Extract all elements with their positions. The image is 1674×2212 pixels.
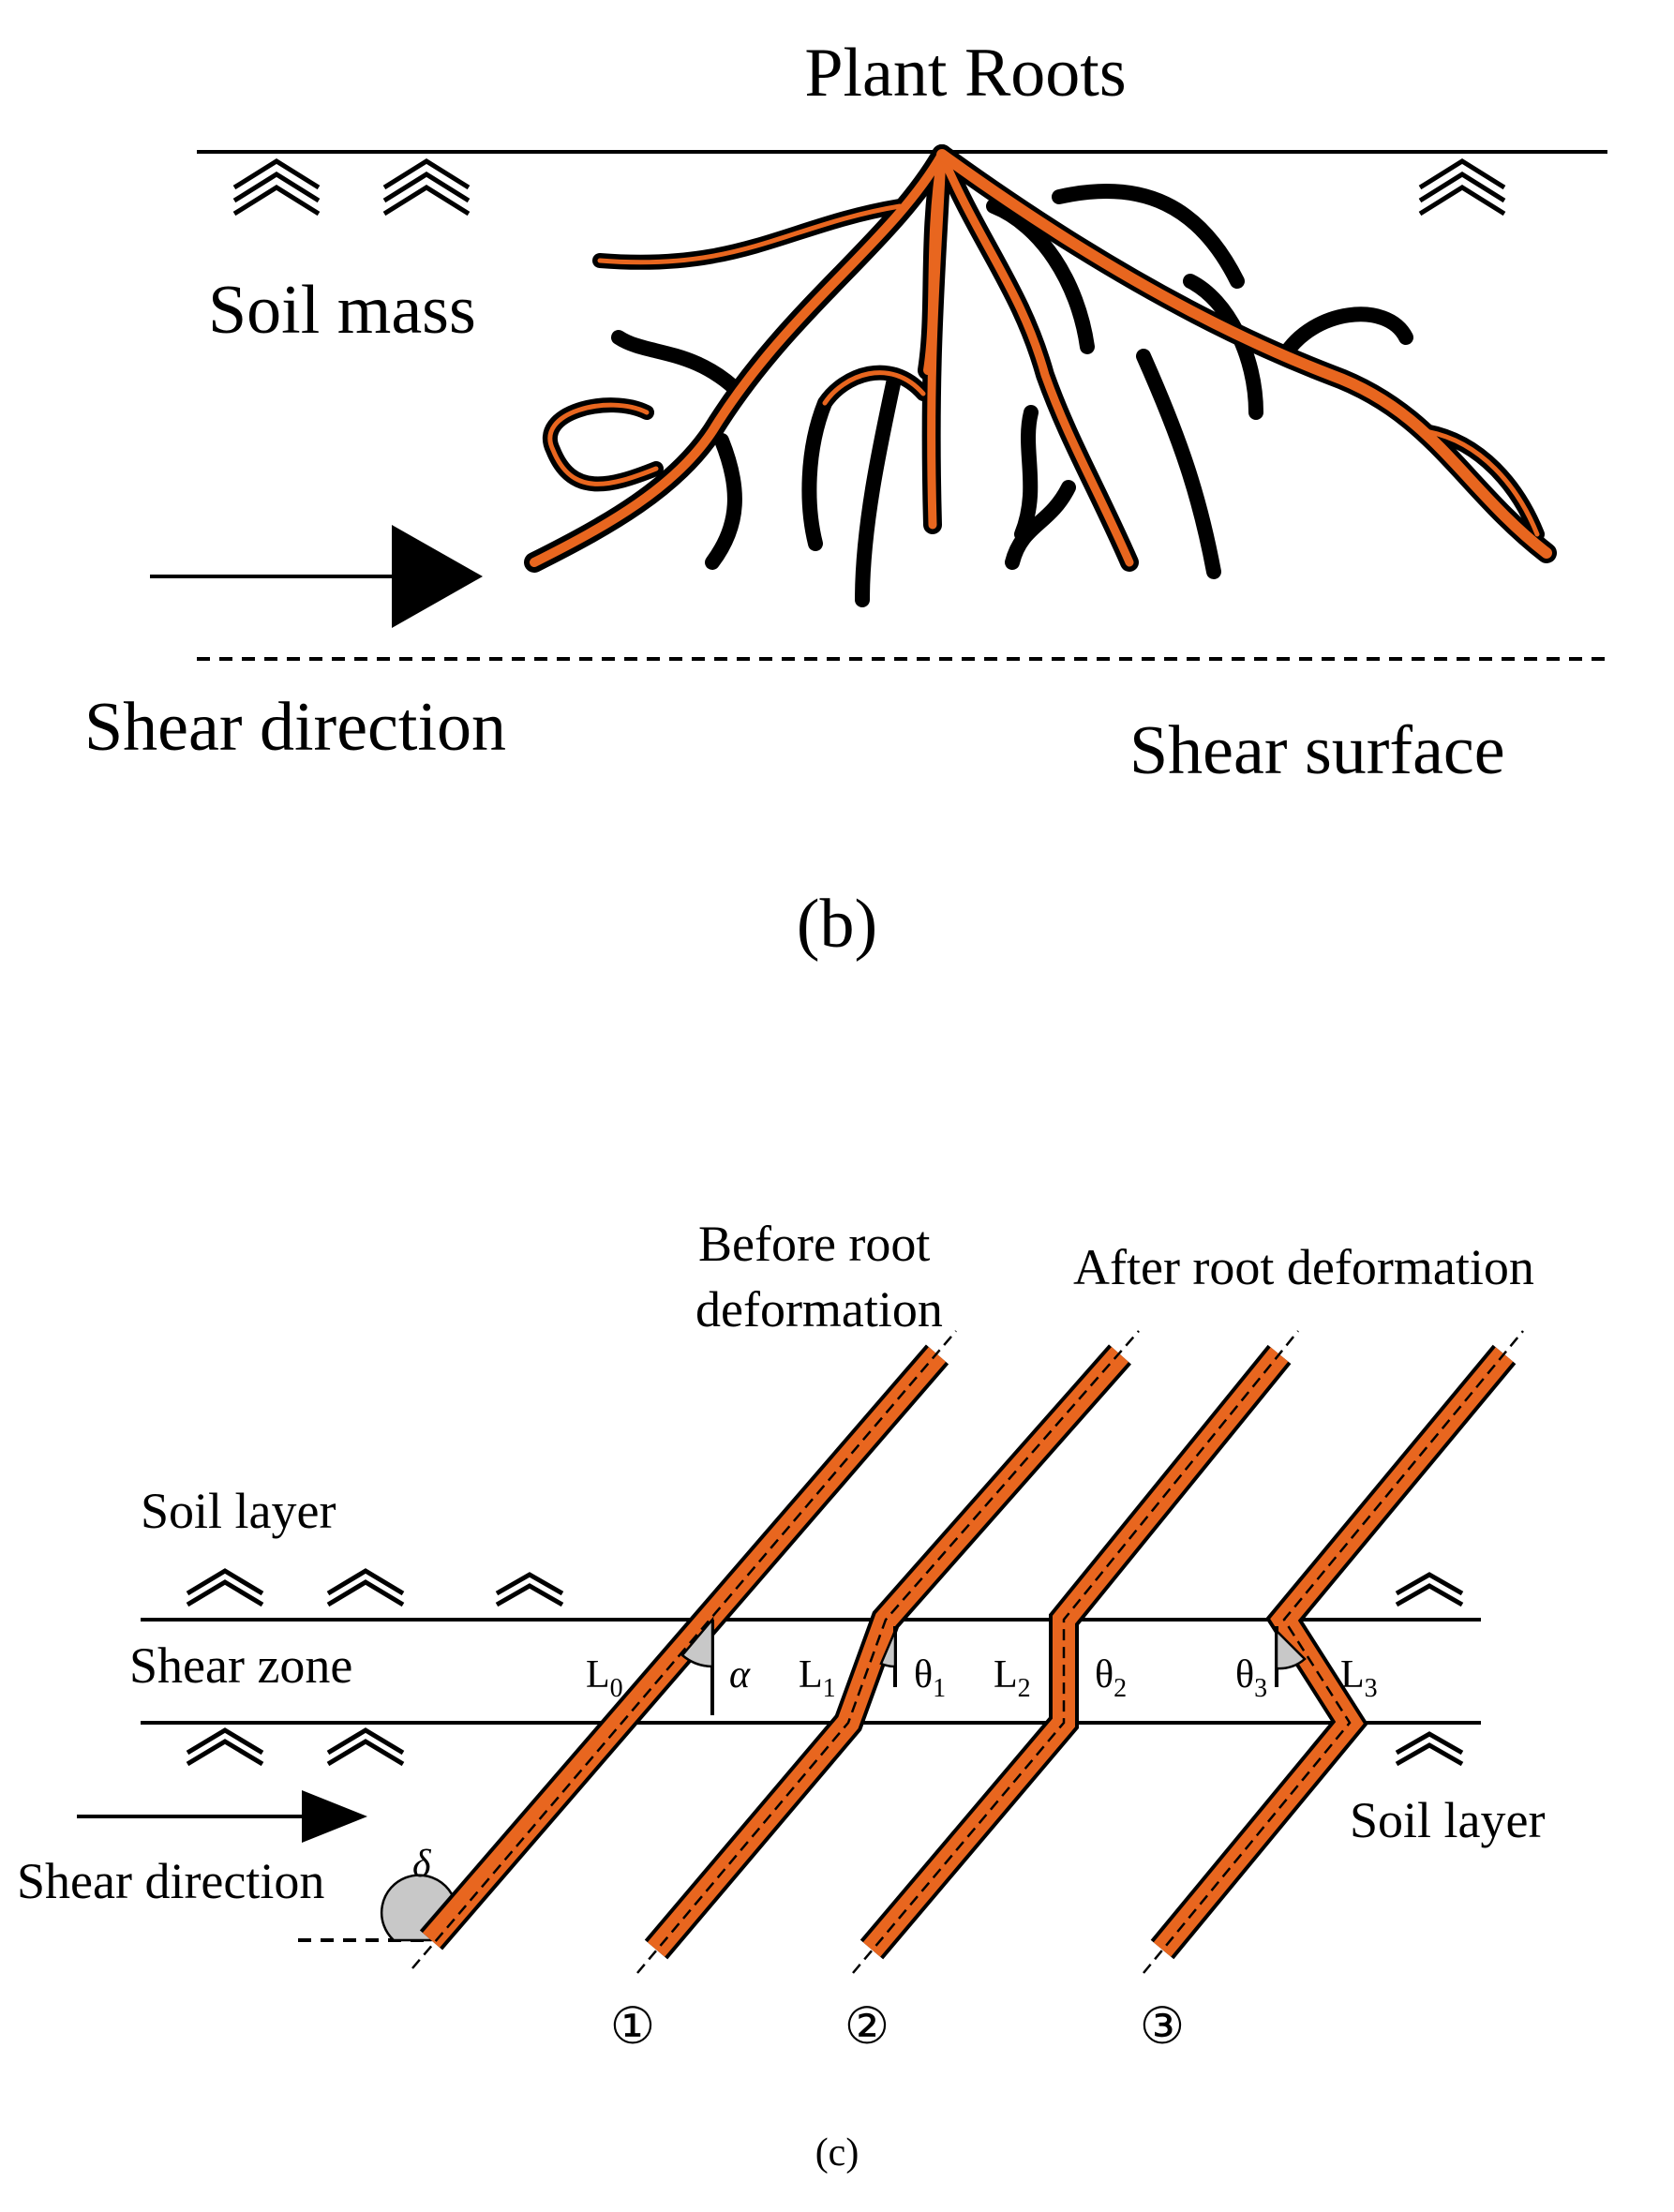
shear-zone-label: Shear zone <box>129 1637 352 1694</box>
root-bars <box>411 1330 1524 1974</box>
after-deformation-label: After root deformation <box>1073 1239 1534 1295</box>
panel-b-title: Plant Roots <box>804 35 1126 112</box>
panel-c: Before root deformation After root defor… <box>17 1216 1545 2175</box>
before-deformation-label-line1: Before root <box>698 1216 930 1272</box>
plant-roots-fill <box>530 149 1552 567</box>
alpha-label: α <box>729 1653 751 1696</box>
soil-mass-label: Soil mass <box>208 272 476 349</box>
soil-hatch-icon <box>186 1568 1464 1767</box>
shear-direction-arrow-icon <box>150 525 483 628</box>
stage-2-label: ② <box>844 1998 889 2055</box>
shear-direction-label-c: Shear direction <box>17 1853 324 1909</box>
delta-label: δ <box>412 1843 432 1886</box>
theta1-label: θ1 <box>914 1653 946 1703</box>
panel-b-caption: (b) <box>797 886 877 963</box>
theta3-label: θ3 <box>1235 1653 1267 1703</box>
L3-label: L3 <box>1340 1653 1378 1703</box>
theta2-label: θ2 <box>1095 1653 1127 1703</box>
stage-1-label: ① <box>610 1998 655 2055</box>
grass-hatch-icon <box>232 158 1506 217</box>
stage-3-label: ③ <box>1140 1998 1185 2055</box>
theta3-angle-icon <box>1275 1626 1307 1687</box>
before-deformation-label-line2: deformation <box>695 1281 943 1338</box>
soil-layer-top-label: Soil layer <box>141 1483 336 1539</box>
alpha-angle-icon <box>680 1616 714 1715</box>
L2-label: L2 <box>994 1653 1031 1703</box>
L1-label: L1 <box>799 1653 836 1703</box>
theta1-angle-icon <box>879 1626 897 1687</box>
panel-b: Plant Roots Soil mass <box>84 35 1607 963</box>
L0-label: L0 <box>586 1653 623 1703</box>
soil-layer-right-label: Soil layer <box>1350 1792 1545 1848</box>
shear-surface-label: Shear surface <box>1129 712 1505 789</box>
shear-direction-arrow-icon-c <box>77 1790 367 1843</box>
panel-c-caption: (c) <box>815 2131 859 2175</box>
shear-direction-label: Shear direction <box>84 689 506 766</box>
